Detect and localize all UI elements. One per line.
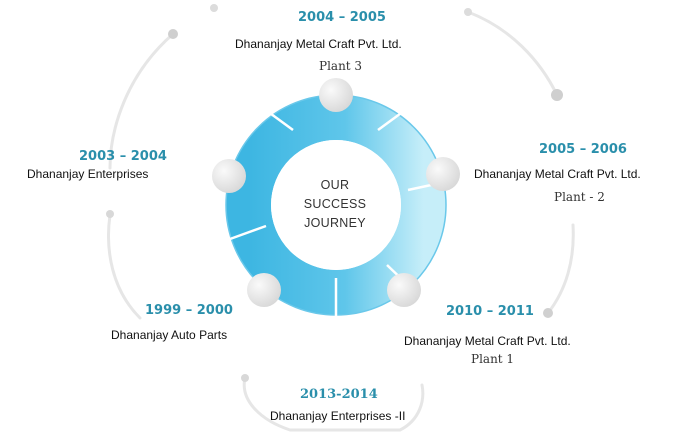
- milestone-knob: [426, 157, 460, 191]
- milestone-year: 2013-2014: [300, 387, 378, 402]
- milestone-company: Dhananjay Metal Craft Pvt. Ltd.: [404, 334, 571, 348]
- center-circle: [271, 140, 401, 270]
- connector-dot: [464, 8, 472, 16]
- milestone-company: Dhananjay Metal Craft Pvt. Ltd.: [474, 167, 641, 181]
- center-title: OUR SUCCESS JOURNEY: [285, 176, 385, 233]
- milestone-knob: [212, 159, 246, 193]
- milestone-subtitle: Plant 1: [471, 352, 515, 366]
- center-line-1: OUR: [320, 178, 350, 192]
- center-line-3: JOURNEY: [304, 216, 366, 230]
- outer-arc-bottom: [242, 376, 425, 432]
- outer-arc-right: [546, 223, 575, 315]
- milestone-company: Dhananjay Enterprises -II: [270, 409, 406, 423]
- milestone-year: 2005 – 2006: [539, 142, 627, 157]
- milestone-year: 2004 – 2005: [298, 10, 386, 25]
- outer-arc-top-left: [108, 32, 175, 170]
- milestone-year: 2010 – 2011: [446, 304, 534, 319]
- connector-dot: [168, 29, 178, 39]
- milestone-knob: [247, 273, 281, 307]
- milestone-knob: [319, 78, 353, 112]
- milestone-knob: [387, 273, 421, 307]
- connector-dot: [106, 210, 114, 218]
- milestone-subtitle: Plant - 2: [554, 190, 605, 204]
- connector-dot: [551, 89, 563, 101]
- milestone-subtitle: Plant 3: [319, 59, 363, 73]
- milestone-company: Dhananjay Enterprises: [27, 167, 149, 181]
- milestone-year: 1999 – 2000: [145, 303, 233, 318]
- milestone-company: Dhananjay Metal Craft Pvt. Ltd.: [235, 37, 402, 51]
- outer-arc-top-right: [466, 10, 559, 97]
- connector-dot: [543, 308, 553, 318]
- connector-dot: [241, 374, 249, 382]
- outer-arc-bottom-left: [107, 213, 142, 320]
- milestone-year: 2003 – 2004: [79, 149, 167, 164]
- center-line-2: SUCCESS: [303, 197, 367, 211]
- milestone-company: Dhananjay Auto Parts: [111, 328, 228, 342]
- connector-dot: [210, 4, 218, 12]
